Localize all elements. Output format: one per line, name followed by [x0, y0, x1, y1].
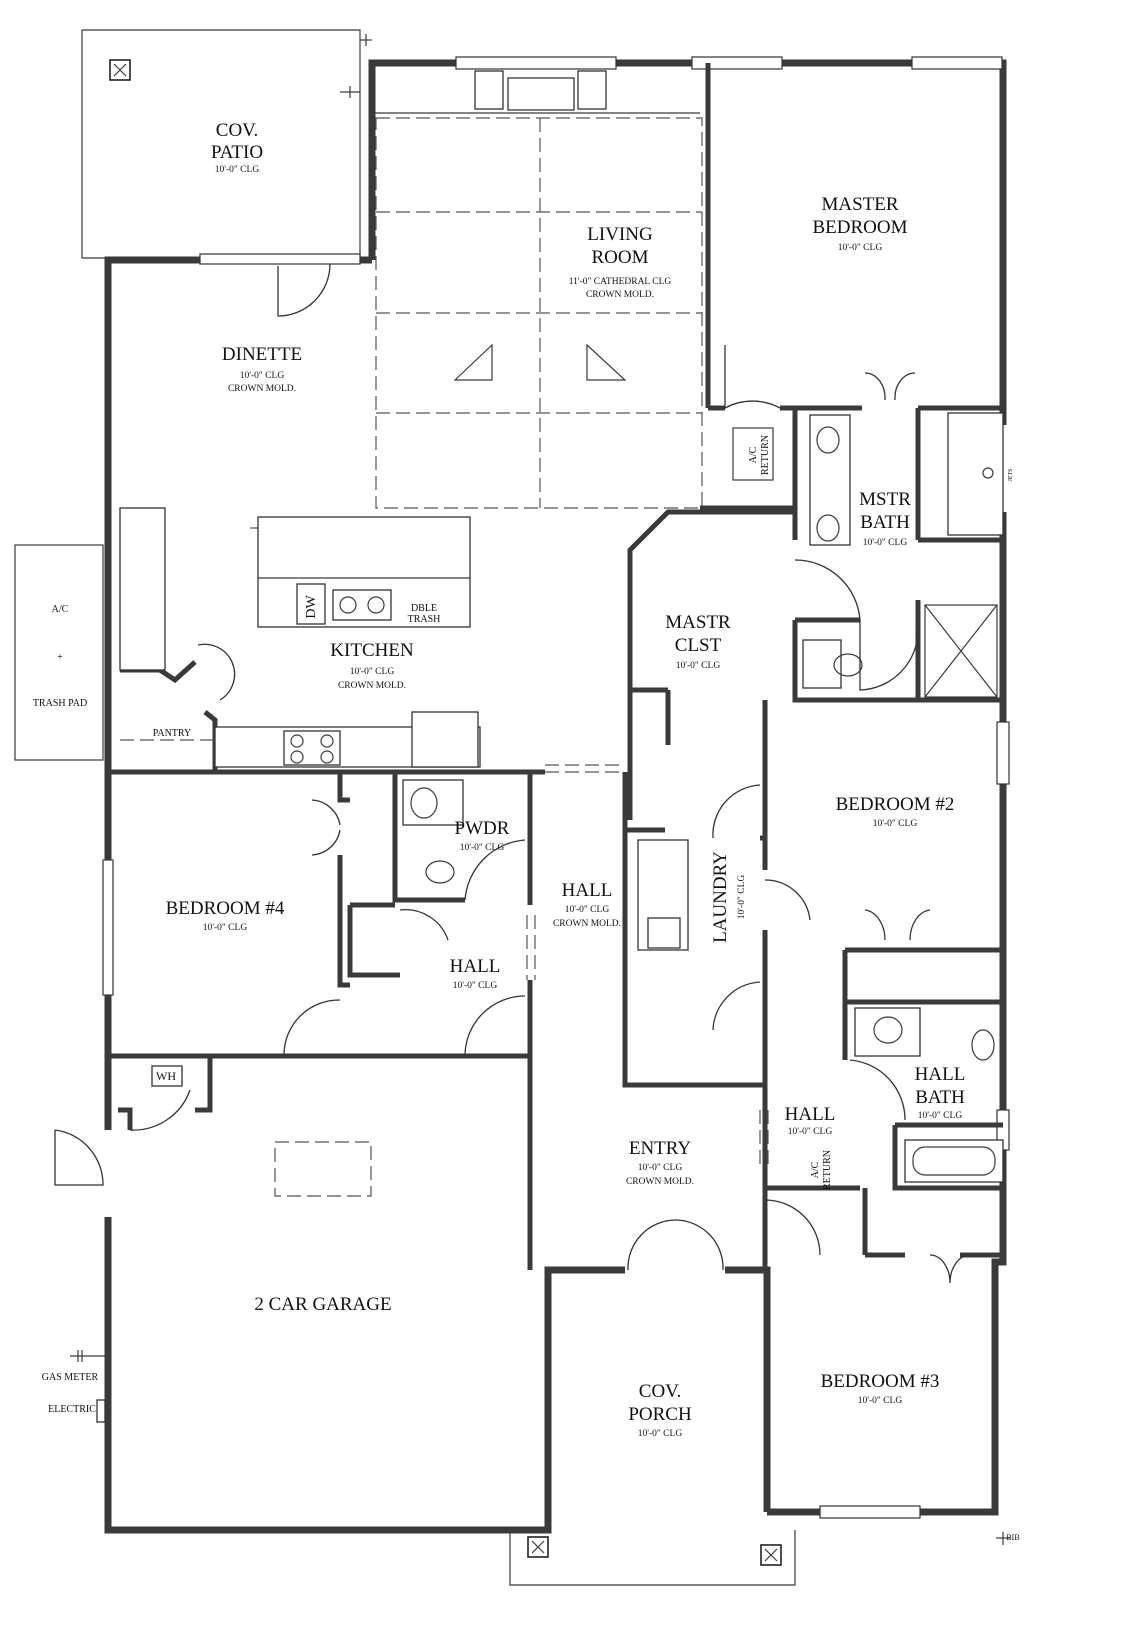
ac-return-1b: RETURN	[760, 435, 771, 475]
ac-return-1a: A/C	[748, 446, 759, 463]
bedroom3-ceiling: 10'-0" CLG	[858, 1396, 903, 1406]
hall-east-ceiling: 10'-0" CLG	[788, 1127, 833, 1137]
kitchen-ceiling: 10'-0" CLG	[350, 667, 395, 677]
master-bedroom-ceiling: 10'-0" CLG	[838, 243, 883, 253]
living-ceiling: 11'-0" CATHEDRAL CLG	[569, 277, 672, 287]
pwdr-ceiling: 10'-0" CLG	[460, 843, 505, 853]
ac-return-2b: RETURN	[822, 1150, 833, 1190]
cov-porch-ceiling: 10'-0" CLG	[638, 1429, 683, 1439]
gas-meter-label: GAS METER	[42, 1372, 99, 1383]
dinette-label: DINETTE	[222, 344, 302, 365]
living-note: CROWN MOLD.	[586, 290, 654, 300]
kitchen-island	[119, 507, 481, 768]
room-labels: COV. PATIO 10'-0" CLG LIVING ROOM 11'-0"…	[153, 120, 966, 1439]
bedroom2-ceiling: 10'-0" CLG	[873, 819, 918, 829]
mastr-clst-ceiling: 10'-0" CLG	[676, 661, 721, 671]
bedroom4-label: BEDROOM #4	[166, 898, 285, 919]
fireplace	[372, 70, 700, 114]
electric-label: ELECTRIC	[48, 1404, 96, 1415]
trash-label: TRASH	[408, 614, 441, 625]
mstr-bath-ceiling: 10'-0" CLG	[863, 538, 908, 548]
master-bedroom-label-2: BEDROOM	[812, 217, 907, 238]
hall-east-label: HALL	[785, 1104, 836, 1125]
misc-labels: A/C + TRASH PAD A/C RETURN A/C RETURN DW…	[33, 435, 1020, 1542]
pwdr-label: PWDR	[455, 818, 510, 839]
hall-main-ceiling: 10'-0" CLG	[565, 905, 610, 915]
bath-fixtures	[151, 412, 1004, 1183]
bedroom3-label: BEDROOM #3	[821, 1371, 940, 1392]
ac-trash-pad	[14, 544, 104, 761]
ac-pad-label-2: TRASH PAD	[33, 698, 87, 709]
living-label-2: ROOM	[591, 247, 648, 268]
entry-label: ENTRY	[629, 1138, 692, 1159]
cov-porch-label-2: PORCH	[628, 1404, 692, 1425]
hall-b4-ceiling: 10'-0" CLG	[453, 981, 498, 991]
laundry-ceiling: 10'-0" CLG	[737, 875, 747, 920]
laundry-label: LAUNDRY	[710, 851, 731, 943]
entry-note: CROWN MOLD.	[626, 1177, 694, 1187]
master-bedroom-label-1: MASTER	[821, 194, 898, 215]
kitchen-label: KITCHEN	[330, 640, 414, 661]
doors	[54, 263, 971, 1284]
jets-label: JETS	[1008, 468, 1014, 481]
mastr-clst-label-2: CLST	[675, 635, 722, 656]
pantry-label: PANTRY	[153, 728, 192, 739]
mstr-bath-label-1: MSTR	[859, 489, 911, 510]
cov-patio-label-1: COV.	[216, 120, 258, 141]
windows	[102, 56, 1010, 1519]
porch-posts	[509, 1530, 796, 1586]
dinette-note: CROWN MOLD.	[228, 384, 296, 394]
dinette-ceiling: 10'-0" CLG	[240, 371, 285, 381]
dishwasher-label: DW	[304, 595, 319, 619]
hall-b4-label: HALL	[450, 956, 501, 977]
skylight-triangles	[453, 343, 627, 381]
kitchen-note: CROWN MOLD.	[338, 681, 406, 691]
dble-label: DBLE	[411, 603, 437, 614]
hall-bath-label-2: BATH	[915, 1087, 965, 1108]
hall-main-label: HALL	[562, 880, 613, 901]
ac-return-2a: A/C	[810, 1161, 821, 1178]
entry-ceiling: 10'-0" CLG	[638, 1163, 683, 1173]
mstr-bath-label-2: BATH	[860, 512, 910, 533]
utility-markers	[70, 1350, 1010, 1545]
bib-label: BIB	[1006, 1533, 1019, 1542]
cov-porch-label-1: COV.	[639, 1381, 681, 1402]
hall-main-note: CROWN MOLD.	[553, 919, 621, 929]
bedroom4-ceiling: 10'-0" CLG	[203, 923, 248, 933]
cov-patio-label-2: PATIO	[211, 142, 263, 163]
garage-label: 2 CAR GARAGE	[254, 1294, 391, 1315]
cov-patio-ceiling: 10'-0" CLG	[215, 165, 260, 175]
bedroom2-label: BEDROOM #2	[836, 794, 955, 815]
mastr-clst-label-1: MASTR	[665, 612, 731, 633]
ac-pad-label-1: A/C	[52, 604, 69, 615]
ac-pad-plus: +	[57, 652, 63, 663]
water-heater-label: WH	[156, 1069, 176, 1083]
hall-bath-label-1: HALL	[915, 1064, 966, 1085]
living-label-1: LIVING	[587, 224, 653, 245]
hall-bath-ceiling: 10'-0" CLG	[918, 1111, 963, 1121]
